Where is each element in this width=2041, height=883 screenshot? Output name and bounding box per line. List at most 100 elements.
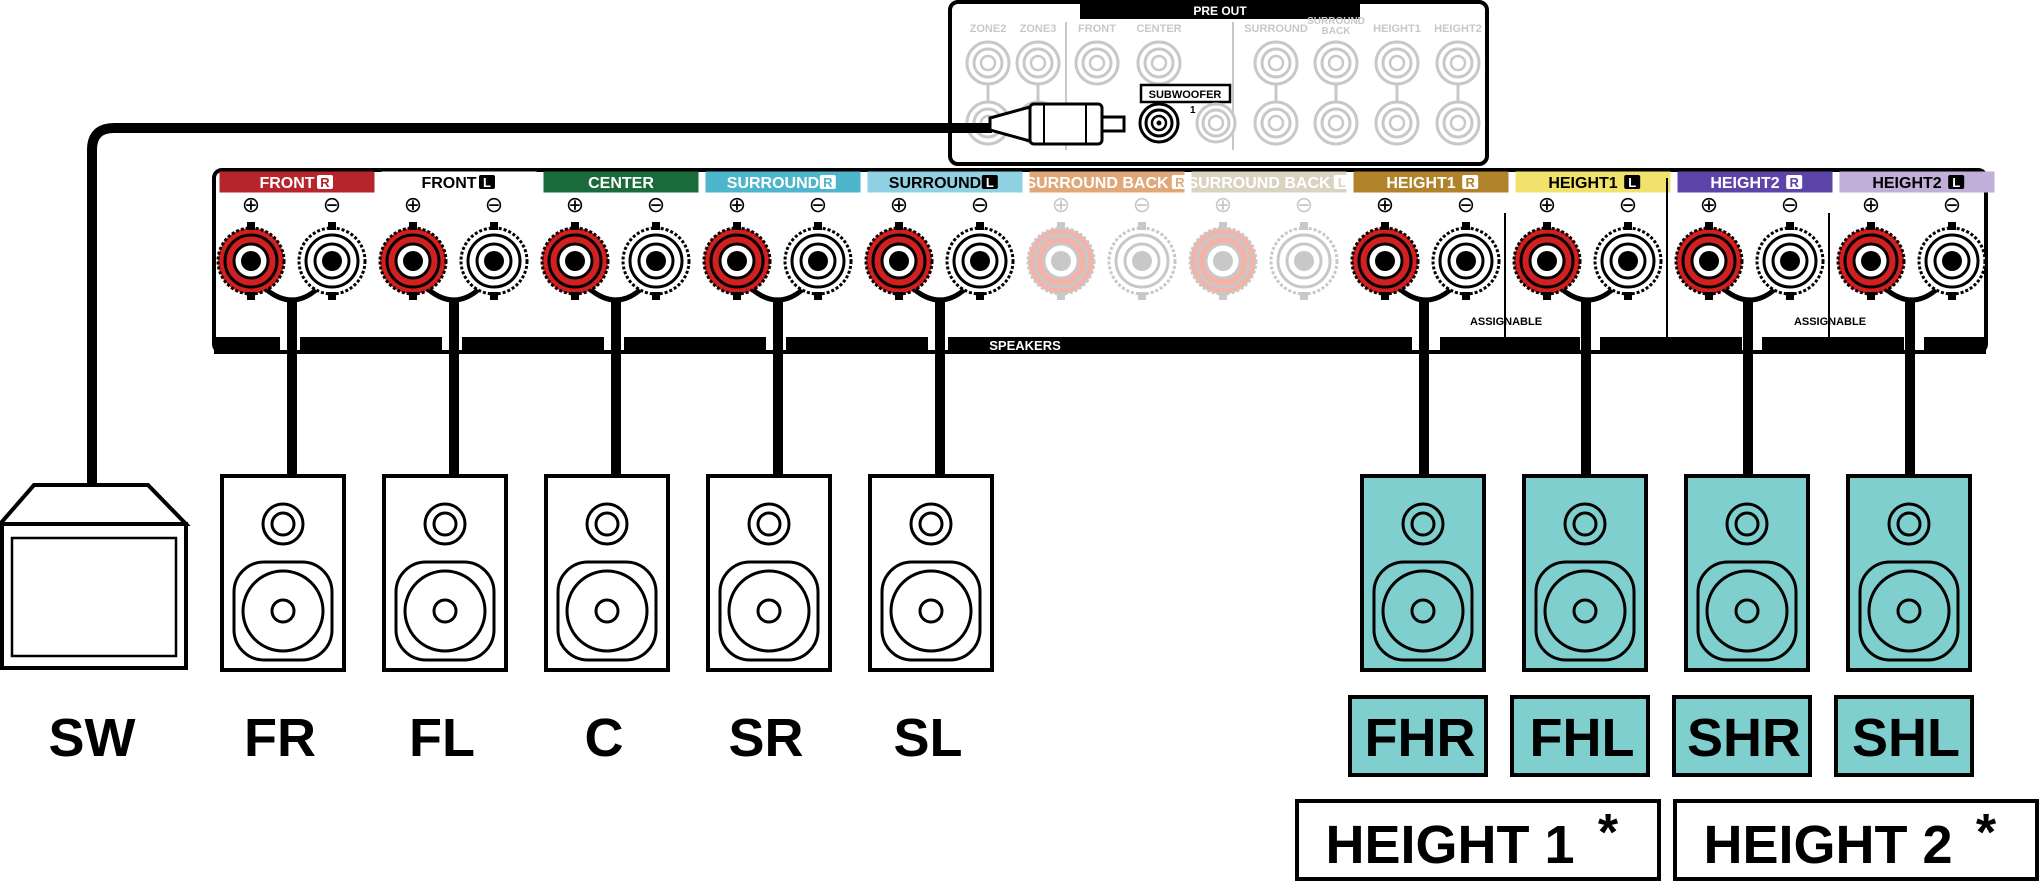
minus-mark-3: ⊖	[809, 192, 827, 217]
subwoofer-unit: SW	[0, 483, 191, 768]
height-group-2-label: HEIGHT 2	[1703, 815, 1952, 875]
terminal-positive-0	[216, 222, 286, 300]
channel-side-10: L	[1952, 175, 1960, 190]
plus-mark-8: ⊕	[1538, 192, 1556, 217]
plus-mark-1: ⊕	[404, 192, 422, 217]
channel-label-bg-0	[219, 171, 375, 193]
panel-bottom-strip	[214, 337, 280, 354]
pre-out-jack	[1435, 100, 1481, 146]
speakers-label: SPEAKERS	[989, 338, 1061, 353]
terminal-negative-0	[297, 222, 367, 300]
channel-side-badge-7	[1462, 175, 1479, 189]
minus-mark-2: ⊖	[647, 192, 665, 217]
channel-label-2: CENTER	[588, 175, 654, 192]
channel-side-3: R	[823, 175, 833, 190]
channel-side-0: R	[320, 175, 330, 190]
pre-out-jack	[1074, 40, 1120, 86]
terminal-negative-3	[783, 222, 853, 300]
speaker-label-fl: FL	[409, 708, 475, 768]
speaker-fhl: FHL	[1510, 300, 1650, 777]
channel-label-8: HEIGHT1	[1548, 175, 1617, 192]
speaker-sr: SR	[706, 300, 832, 768]
height-group-1: HEIGHT 1 *	[1295, 799, 1661, 881]
terminal-positive-3	[702, 222, 772, 300]
speaker-fr: FR	[220, 300, 346, 768]
terminal-positive-9	[1674, 222, 1744, 300]
terminal-negative-7	[1431, 222, 1501, 300]
pre-out-jack	[1374, 100, 1420, 146]
pre-out-jack	[965, 40, 1011, 86]
speaker-label-box	[1510, 695, 1650, 777]
minus-mark-5: ⊖	[1133, 192, 1151, 217]
channel-label-0: FRONT	[259, 175, 314, 192]
speaker-c: C	[544, 300, 670, 768]
minus-mark-9: ⊖	[1781, 192, 1799, 217]
speaker-label-box	[1672, 695, 1812, 777]
speaker-label-fhl: FHL	[1530, 708, 1635, 768]
plus-mark-3: ⊕	[728, 192, 746, 217]
speaker-label-sl: SL	[893, 708, 962, 768]
speaker-shl: SHL	[1834, 300, 1974, 777]
height-group-1-mark: *	[1598, 804, 1619, 862]
terminal-negative-8	[1593, 222, 1663, 300]
plus-mark-0: ⊕	[242, 192, 260, 217]
terminal-positive-7	[1350, 222, 1420, 300]
assignable-label-1: ASSIGNABLE	[1470, 316, 1542, 328]
channel-label-6: SURROUND BACK	[1187, 175, 1331, 192]
panel-bottom-strip	[462, 337, 604, 354]
speaker-fl: FL	[382, 300, 508, 768]
channel-label-1: FRONT	[421, 175, 476, 192]
pre-out-jack	[1253, 40, 1299, 86]
terminal-positive-1	[378, 222, 448, 300]
terminal-positive-2	[540, 222, 610, 300]
speaker-label-shr: SHR	[1687, 708, 1801, 768]
minus-mark-7: ⊖	[1457, 192, 1475, 217]
terminal-negative-6	[1269, 222, 1339, 300]
plus-mark-7: ⊕	[1376, 192, 1394, 217]
height-group-1-label: HEIGHT 1	[1325, 815, 1574, 875]
terminal-negative-1	[459, 222, 529, 300]
pre-out-label-zone3: ZONE3	[1020, 23, 1057, 35]
pre-out-label-height2: HEIGHT2	[1434, 23, 1482, 35]
channel-side-badge-0	[317, 175, 333, 189]
panel-bottom-strip	[1600, 337, 1742, 354]
speaker-label-box	[1834, 695, 1974, 777]
pre-out-label-zone2: ZONE2	[970, 23, 1007, 35]
height-group-2: HEIGHT 2 *	[1673, 799, 2039, 881]
pre-out-title: PRE OUT	[1193, 4, 1247, 18]
channel-side-4: L	[986, 175, 994, 190]
channel-side-badge-5	[1171, 175, 1188, 189]
minus-mark-4: ⊖	[971, 192, 989, 217]
channel-side-1: L	[483, 175, 491, 190]
panel-bottom-strip	[948, 337, 1412, 354]
channel-label-7: HEIGHT1	[1386, 175, 1455, 192]
subwoofer-pre-out: SUBWOOFER 1 2	[1138, 83, 1237, 144]
speaker-label-sr: SR	[728, 708, 803, 768]
subwoofer-pre-out-label: SUBWOOFER	[1149, 89, 1222, 101]
plus-mark-6: ⊕	[1214, 192, 1232, 217]
height-group-2-mark: *	[1976, 804, 1997, 862]
channel-label-10: HEIGHT2	[1872, 175, 1941, 192]
pre-out-jack	[1313, 40, 1359, 86]
subwoofer-cable	[87, 102, 1126, 485]
terminal-positive-8	[1512, 222, 1582, 300]
speaker-label-box	[1348, 695, 1488, 777]
pre-out-label-surround: SURROUND	[1244, 23, 1308, 35]
minus-mark-1: ⊖	[485, 192, 503, 217]
speaker-label-sw: SW	[49, 708, 136, 768]
channel-side-9: R	[1790, 175, 1800, 190]
plus-mark-5: ⊕	[1052, 192, 1070, 217]
channel-side-6: L	[1338, 175, 1346, 190]
panel-bottom-strip	[624, 337, 766, 354]
channel-side-badge-8	[1624, 175, 1641, 189]
panel-bottom-strip	[1762, 337, 1904, 354]
pre-out-label-height1: HEIGHT1	[1373, 23, 1421, 35]
channel-label-4: SURROUND	[889, 175, 981, 192]
plus-mark-2: ⊕	[566, 192, 584, 217]
channel-label-9: HEIGHT2	[1710, 175, 1779, 192]
assignable-label-2: ASSIGNABLE	[1794, 316, 1866, 328]
pre-out-jack	[1313, 100, 1359, 146]
minus-mark-10: ⊖	[1943, 192, 1961, 217]
